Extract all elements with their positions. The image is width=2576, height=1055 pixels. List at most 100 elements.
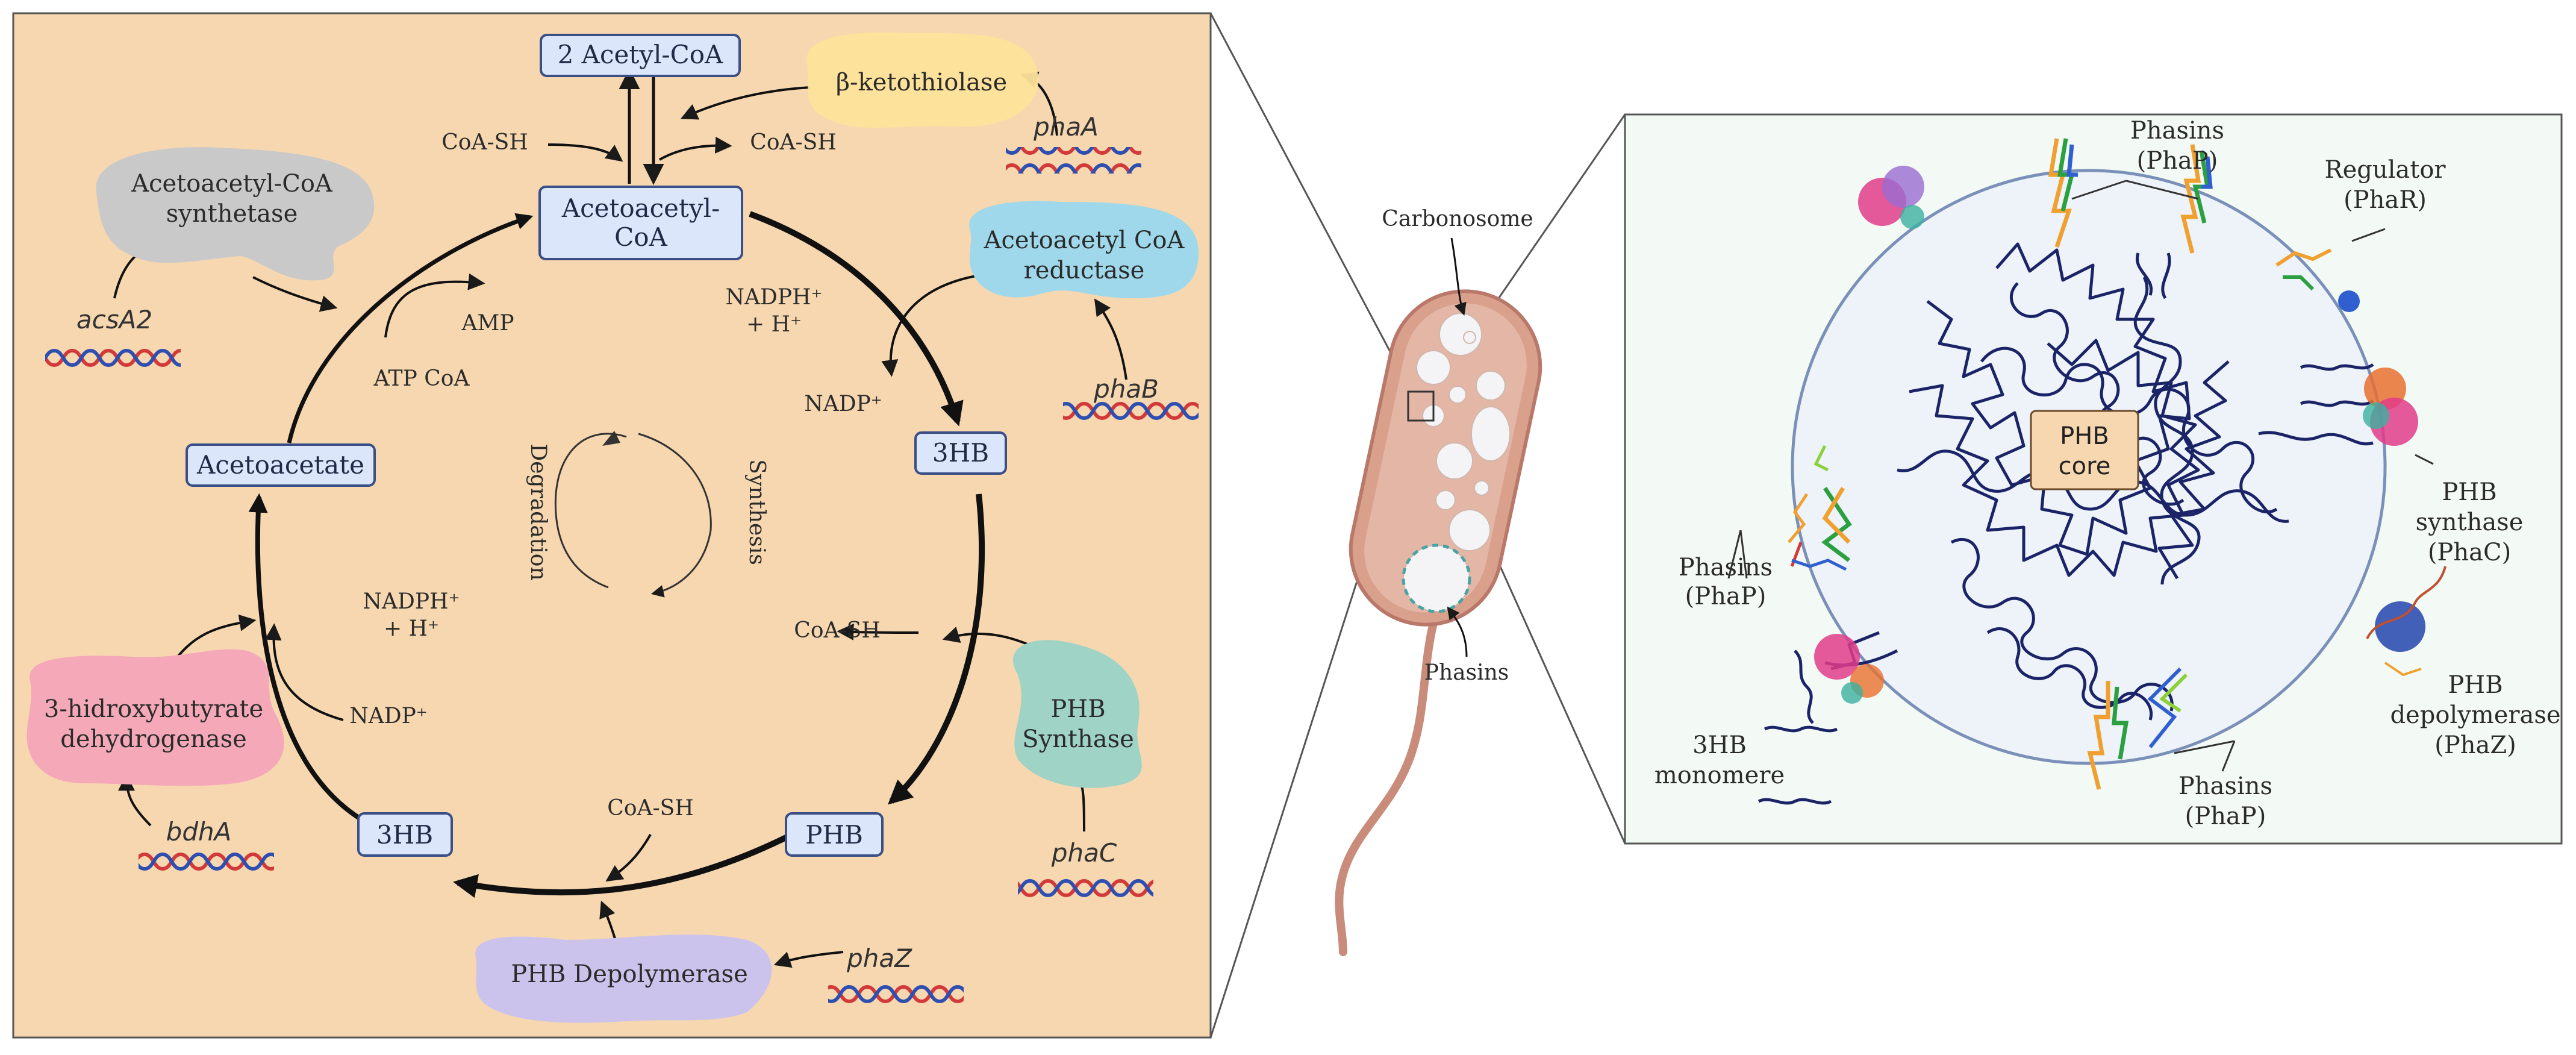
dna-icon [1063, 401, 1199, 427]
regulator-protein [2275, 248, 2360, 312]
dna-icon [828, 985, 964, 1012]
nadph-top-label-2: + H⁺ [746, 312, 802, 337]
phasin-left-2 [1791, 487, 1852, 571]
phaA-label: phaA [1033, 112, 1099, 142]
gene-phaC: phaC [1018, 838, 1153, 897]
phb-depolymerase-label: PHB Depolymerase [511, 960, 748, 988]
3hb-left-box [357, 812, 453, 857]
3hb-right-label: 3HB [932, 438, 989, 468]
phasins-bottom-label-1: Phasins [2178, 772, 2272, 800]
acetoacetyl-coa-box [538, 186, 743, 260]
arrow-atp-to-amp [384, 273, 485, 338]
phasins-top-label-1: Phasins [2130, 117, 2224, 145]
synthase-label-3: (PhaC) [2428, 539, 2511, 566]
nadp-top-label: NADP⁺ [804, 392, 882, 416]
phaB-label: phaB [1093, 374, 1159, 404]
phasins-ring [1402, 543, 1471, 613]
nadph-top-label-1: NADPH⁺ [726, 285, 823, 310]
phb-synthase-label-2: Synthase [1022, 725, 1134, 753]
zoom-region-box [1407, 390, 1435, 422]
reductase-blob [969, 201, 1199, 298]
dehydrogenase-label-2: dehydrogenase [60, 725, 247, 753]
dehydrogenase-blob [27, 649, 284, 786]
reductase-label-2: reductase [1024, 257, 1145, 284]
ketothiolase-blob [806, 32, 1038, 128]
cycle-arrow-left [554, 433, 627, 589]
3hb-left-label: 3HB [376, 820, 433, 850]
synthetase-label-2: synthetase [166, 200, 298, 228]
regulator-label-2: (PhaR) [2344, 186, 2427, 214]
arrow-nadp-left [264, 623, 344, 721]
phb-core-label-2: core [2059, 452, 2111, 480]
acetyl-coa-box [540, 34, 741, 77]
enzyme-bottom-left [1814, 634, 1884, 704]
dehydrogenase-label-1: 3-hidroxybutyrate [44, 695, 263, 723]
phb-box [785, 812, 884, 857]
acetyl-coa-label: 2 Acetyl-CoA [558, 40, 723, 69]
nadph-left-label-2: + H⁺ [384, 616, 439, 641]
polymer-chains [1757, 242, 2374, 805]
dna-icon [1018, 871, 1153, 897]
arrow-3hb-to-phb [888, 493, 985, 805]
amp-label: AMP [461, 311, 514, 336]
synthase-label-1: PHB [2442, 478, 2496, 506]
phb-core-box [2030, 410, 2139, 490]
cycle-arrow-right [638, 433, 712, 598]
arrow-acetoacetate-to-acetoacetylcoa [287, 213, 534, 443]
monomere-label-1: 3HB [1692, 731, 1747, 759]
arrow-coash-out [659, 136, 732, 161]
acetoacetyl-coa-label-1: Acetoacetyl- [561, 193, 720, 223]
phasin-top-2 [2180, 144, 2213, 254]
nadp-left-label: NADP⁺ [349, 704, 428, 728]
gene-acsA2: acsA2 [45, 305, 181, 373]
acsA2-label: acsA2 [76, 305, 152, 334]
monomere-label-2: monomere [1654, 762, 1785, 789]
phasins-middle-label: Phasins [1424, 660, 1509, 685]
phasin-bottom [2087, 667, 2188, 790]
gene-phaB: phaB [1063, 374, 1199, 427]
gene-bdhA: bdhA [139, 817, 274, 876]
coash-mid-label: CoA-SH [794, 618, 880, 643]
phasins-left-label-1: Phasins [1679, 554, 1773, 581]
arrow-3hb-to-acetoacetate [248, 493, 363, 822]
phaC-label: phaC [1051, 838, 1117, 868]
phb-core-label-1: PHB [2060, 422, 2109, 450]
phasins-pointer [1447, 606, 1468, 657]
arrow-coash-bottom [605, 834, 652, 882]
acetoacetate-label: Acetoacetate [196, 450, 364, 480]
arrow-phb-to-3hb [453, 834, 788, 898]
ketothiolase-label: β-ketothiolase [836, 69, 1007, 96]
label-pointers [1727, 180, 2434, 772]
dna-icon [1006, 147, 1141, 174]
arrow-phaZ [773, 951, 844, 968]
phasins-bottom-label-2: (PhaP) [2185, 803, 2266, 830]
nadph-left-label-1: NADPH⁺ [363, 589, 460, 614]
depolymerase-protein [2366, 566, 2447, 677]
acetoacetate-box [186, 443, 376, 487]
coash-bottom-label: CoA-SH [607, 796, 693, 821]
coash-left-label: CoA-SH [441, 130, 528, 155]
synthase-top-left [1858, 166, 1924, 229]
gene-phaZ: phaZ [828, 944, 964, 1012]
depolymerase-label-3: (PhaZ) [2434, 731, 2516, 759]
acetoacetyl-coa-label-2: CoA [614, 222, 667, 252]
gene-phaA: phaA [1006, 112, 1141, 174]
cycle-arrowhead-left [602, 431, 620, 446]
phasin-top-1 [2048, 138, 2078, 248]
pathway-panel: 2 Acetyl-CoA Acetoacetyl- CoA 3HB PHB 3H… [12, 12, 1212, 1039]
phb-label: PHB [805, 820, 863, 850]
atp-coa-label: ATP CoA [373, 366, 470, 391]
arrow-reductase-catalysis [881, 273, 988, 377]
arrow-coash-in [547, 143, 623, 162]
phasins-left-label-2: (PhaP) [1685, 583, 1767, 610]
arrow-thiolase-catalysis [680, 86, 811, 120]
reductase-label-1: Acetoacetyl CoA [984, 227, 1185, 254]
synthetase-label-1: Acetoacetyl-CoA [131, 170, 333, 198]
regulator-label-1: Regulator [2324, 156, 2446, 184]
bacterium: Carbonosome Phasins [1335, 207, 1542, 956]
bdhA-label: bdhA [166, 817, 232, 847]
carbonosome-granules [1403, 313, 1511, 612]
granule-panel: PHB core [1624, 113, 2563, 845]
flagellum [1335, 607, 1441, 956]
3hb-right-box [914, 431, 1007, 475]
